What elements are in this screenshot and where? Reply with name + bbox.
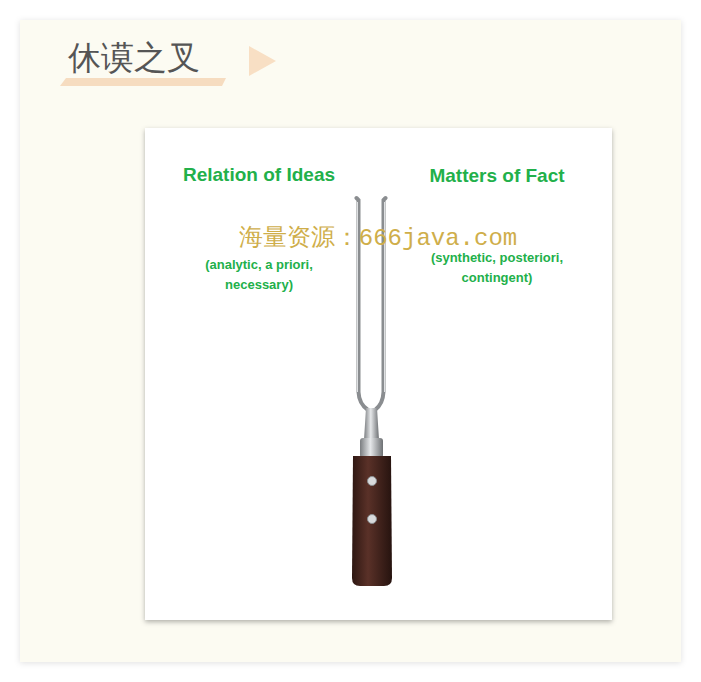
title-arrow: [249, 46, 276, 76]
category-heading: Matters of Fact: [400, 161, 594, 191]
category-note: (synthetic, posteriori, contingent): [404, 248, 590, 288]
page-title: 休谟之叉: [68, 38, 200, 78]
category-heading: Relation of Ideas: [164, 160, 354, 190]
outer-panel: [20, 20, 681, 662]
title-underline: [60, 78, 226, 86]
carving-fork: [352, 198, 392, 586]
image-card: [145, 128, 612, 620]
category-note: (analytic, a priori, necessary): [174, 255, 344, 295]
watermark: 海量资源：666java.com: [198, 224, 558, 254]
